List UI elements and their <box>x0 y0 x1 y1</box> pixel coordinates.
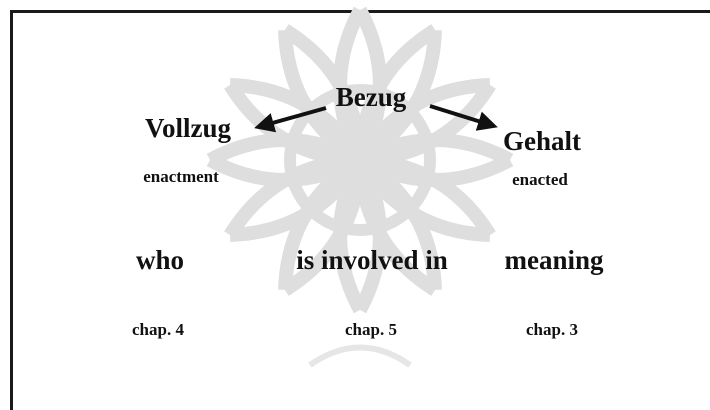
arrow-to-vollzug <box>254 106 327 133</box>
left-term: Vollzug <box>144 113 232 143</box>
rosette-watermark-icon <box>206 6 514 368</box>
chapter-label-meaning: chap. 3 <box>526 320 578 339</box>
arrow-to-gehalt <box>429 104 498 131</box>
chapter-label-involved: chap. 5 <box>345 320 397 339</box>
row-involved: is involved in <box>296 245 448 275</box>
row-meaning: meaning <box>504 245 604 275</box>
row-who: who <box>135 245 185 275</box>
right-term: Gehalt <box>503 126 581 156</box>
right-gloss: enacted <box>512 170 568 189</box>
diagram-arrows <box>254 104 498 133</box>
diagram-frame <box>10 10 710 410</box>
chapter-label-who: chap. 4 <box>132 320 184 339</box>
center-term: Bezug <box>335 82 407 112</box>
left-gloss: enactment <box>143 167 219 186</box>
